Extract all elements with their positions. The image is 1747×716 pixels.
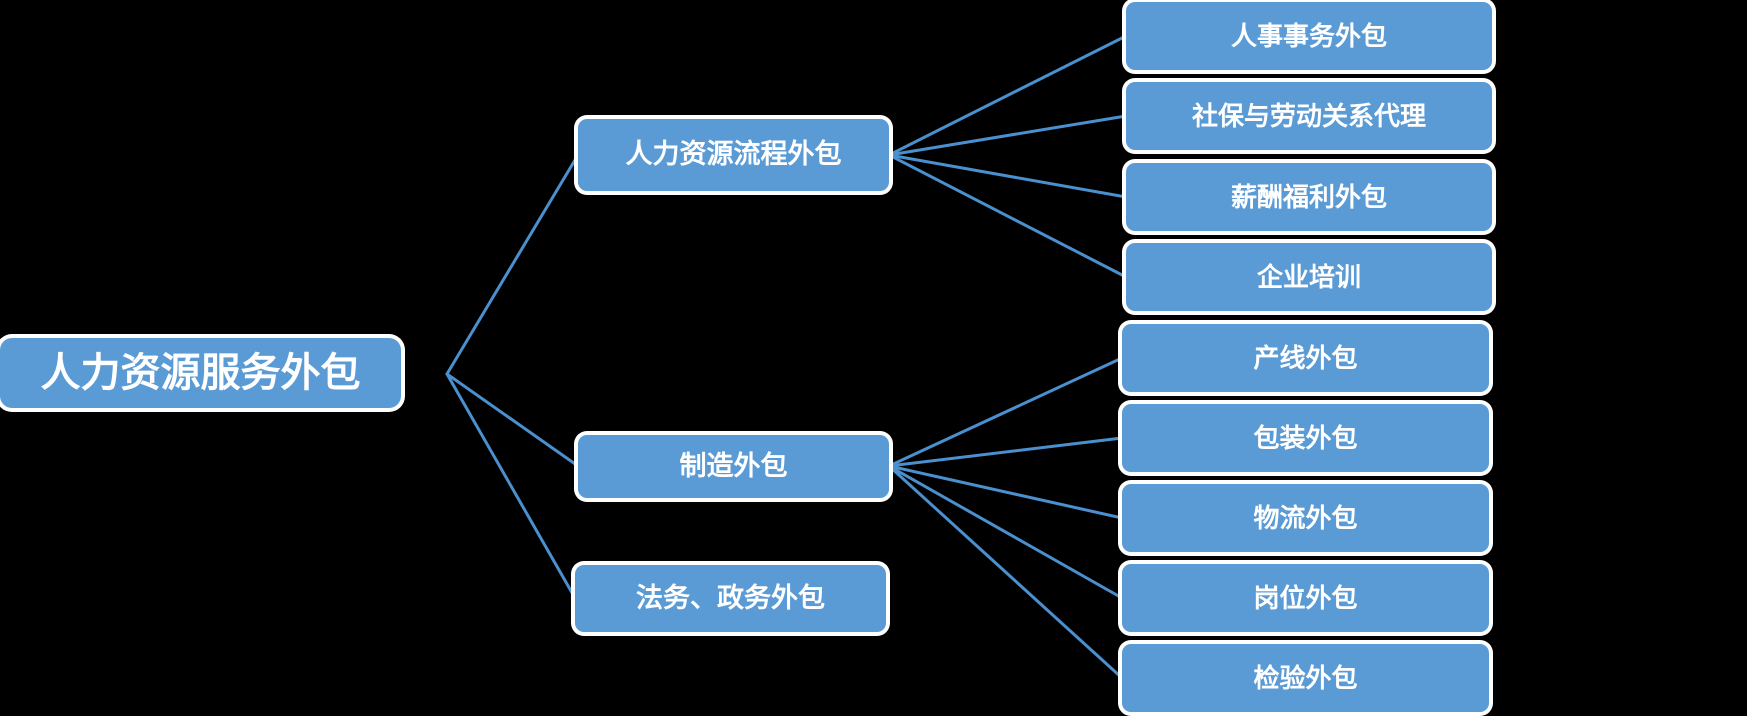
connector-root-to-branch-2: [445, 372, 577, 600]
node-branch-legal-gov[interactable]: 法务、政务外包: [575, 565, 886, 632]
node-leaf-packaging[interactable]: 包装外包: [1122, 404, 1489, 472]
node-leaf-payroll-benefits[interactable]: 薪酬福利外包: [1126, 163, 1492, 231]
node-leaf-position[interactable]: 岗位外包: [1122, 564, 1489, 632]
node-leaf-logistics[interactable]: 物流外包: [1122, 484, 1489, 552]
node-root[interactable]: 人力资源服务外包: [0, 338, 401, 408]
connector-branch0-to-leaf-1: [887, 114, 1128, 157]
connector-branch0-to-leaf-2: [887, 153, 1128, 199]
connector-root-to-branch-0: [445, 153, 580, 376]
node-leaf-hr-affairs[interactable]: 人事事务外包: [1126, 2, 1492, 70]
connector-branch1-to-leaf-3: [887, 464, 1124, 600]
node-leaf-social-insurance[interactable]: 社保与劳动关系代理: [1126, 82, 1492, 150]
connector-branch1-to-leaf-1: [887, 436, 1124, 468]
node-branch-manufacturing[interactable]: 制造外包: [578, 435, 889, 498]
node-leaf-inspection[interactable]: 检验外包: [1122, 644, 1489, 712]
connector-branch1-to-leaf-2: [887, 464, 1124, 520]
node-leaf-enterprise-training[interactable]: 企业培训: [1126, 243, 1492, 311]
connector-root-to-branch-1: [445, 372, 580, 468]
connector-branch1-to-leaf-4: [887, 464, 1124, 680]
connector-branch0-to-leaf-0: [887, 34, 1128, 157]
node-branch-hr-process[interactable]: 人力资源流程外包: [578, 119, 889, 191]
node-leaf-production-line[interactable]: 产线外包: [1122, 324, 1489, 392]
connector-branch1-to-leaf-0: [887, 356, 1124, 468]
connector-branch0-to-leaf-3: [887, 153, 1128, 279]
